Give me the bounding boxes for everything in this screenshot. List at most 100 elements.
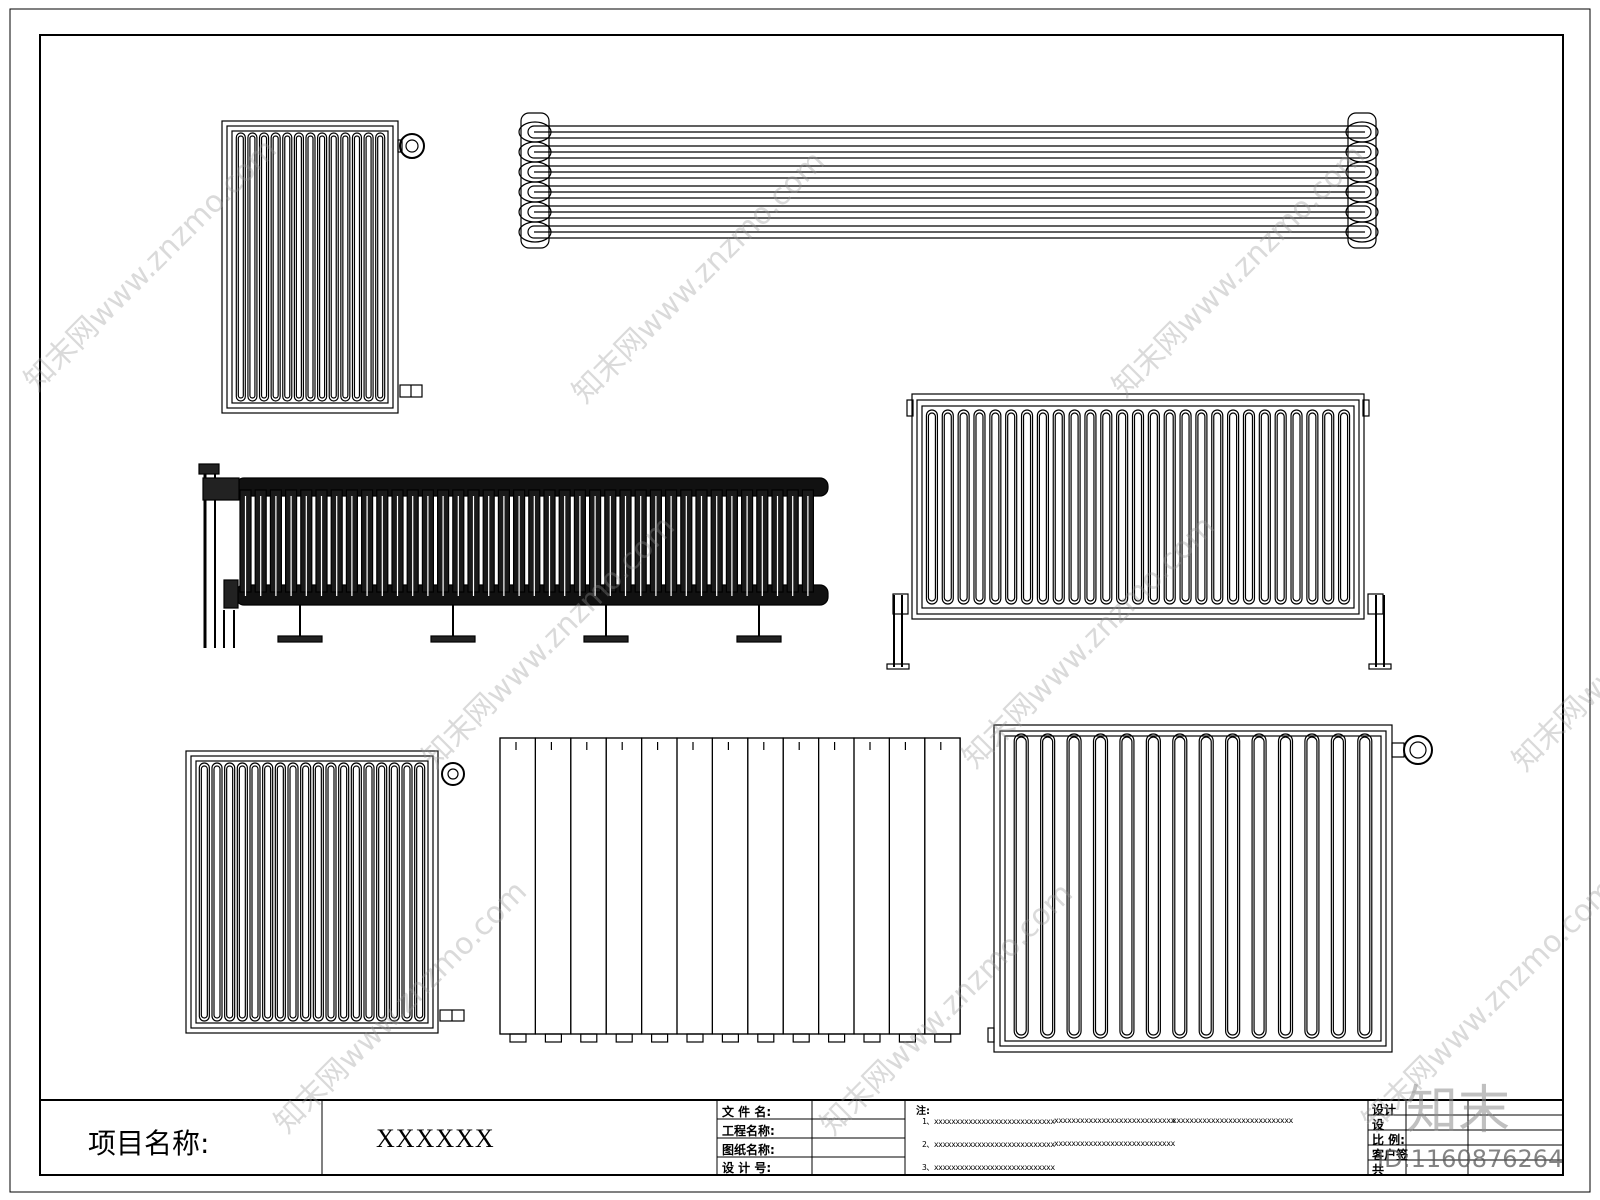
radiator-fin-inner bbox=[213, 765, 221, 1019]
note-1c: xxxxxxxxxxxxxxxxxxxxxxxxxxxx bbox=[1172, 1116, 1293, 1125]
radiator-fin-inner bbox=[1007, 412, 1016, 602]
radiator-fin-inner bbox=[1118, 412, 1127, 602]
radiator-fin-inner bbox=[959, 412, 968, 602]
section-nipple bbox=[650, 1033, 669, 1043]
radiator-fin bbox=[1052, 409, 1065, 605]
radiator-fin-inner bbox=[1068, 736, 1080, 1036]
radiator-fin bbox=[1013, 733, 1029, 1039]
radiator-fin bbox=[1100, 409, 1113, 605]
radiator-fin-inner bbox=[353, 135, 361, 399]
aluminium-section bbox=[605, 737, 643, 1035]
aluminium-section bbox=[888, 737, 926, 1035]
radiator-foot-base bbox=[736, 635, 782, 643]
radiator-fin bbox=[1068, 409, 1081, 605]
radiator-fin bbox=[198, 762, 210, 1022]
radiator-fin bbox=[1277, 733, 1294, 1039]
radiator-fin-inner bbox=[378, 765, 386, 1019]
radiator-foot-base bbox=[430, 635, 476, 643]
radiator-fin-inner bbox=[340, 765, 348, 1019]
radiator-fin bbox=[340, 132, 351, 402]
radiator-fin-inner bbox=[416, 765, 424, 1019]
radiator-fin bbox=[351, 132, 363, 402]
radiator-fin bbox=[262, 762, 274, 1022]
radiator-fin-inner bbox=[327, 765, 335, 1019]
radiator-fin-inner bbox=[1133, 412, 1143, 602]
radiator-fin bbox=[325, 762, 337, 1022]
radiator-fin-inner bbox=[249, 135, 256, 399]
section-nipple bbox=[686, 1033, 704, 1043]
section-nipple bbox=[615, 1033, 633, 1043]
radiator-fin bbox=[1242, 409, 1256, 605]
radiator-fin bbox=[1020, 409, 1034, 605]
radiator-fin-inner bbox=[264, 765, 272, 1019]
radiator-fin-inner bbox=[289, 765, 297, 1019]
section-nipple bbox=[792, 1033, 810, 1043]
radiator-panel-small bbox=[221, 120, 425, 414]
aluminium-section bbox=[782, 737, 820, 1035]
radiator-fin bbox=[957, 409, 970, 605]
radiator-fin-inner bbox=[1015, 736, 1027, 1036]
watermark-id: ID:1160876264 bbox=[1377, 1145, 1564, 1173]
drawing-frame bbox=[39, 34, 1564, 1176]
radiator-fin bbox=[363, 762, 375, 1022]
radiator-fin bbox=[1357, 733, 1373, 1039]
outer-border bbox=[9, 8, 1591, 1193]
radiator-panel-square bbox=[185, 750, 465, 1034]
radiator-fin-inner bbox=[1174, 736, 1186, 1036]
note-1a: 1、xxxxxxxxxxxxxxxxxxxxxxxxxxxx bbox=[922, 1117, 1055, 1126]
radiator-fin-inner bbox=[390, 765, 398, 1019]
section-nipple bbox=[898, 1033, 917, 1043]
radiator-fin-inner bbox=[1227, 736, 1239, 1036]
radiator-fin-inner bbox=[342, 135, 349, 399]
radiator-column-with-feet bbox=[198, 463, 829, 648]
radiator-tube bbox=[527, 145, 1372, 159]
radiator-fin-inner bbox=[1332, 736, 1344, 1036]
radiator-fin-inner bbox=[237, 135, 244, 399]
radiator-fin-inner bbox=[272, 135, 279, 399]
radiator-fin bbox=[1040, 733, 1056, 1039]
radiator-fin-inner bbox=[1054, 412, 1063, 602]
title-block bbox=[40, 1099, 1563, 1175]
radiator-fin bbox=[1119, 733, 1135, 1039]
tube-end-cap bbox=[518, 221, 552, 243]
radiator-fin bbox=[1172, 733, 1188, 1039]
radiator-fin bbox=[1116, 409, 1129, 605]
radiator-fin-inner bbox=[1038, 412, 1047, 602]
field-design-number: 设 计 号: bbox=[722, 1161, 772, 1175]
radiator-panel-wide bbox=[886, 393, 1392, 670]
radiator-fin bbox=[328, 132, 339, 402]
radiator-fin-inner bbox=[1276, 412, 1285, 602]
aluminium-section bbox=[817, 737, 855, 1035]
radiator-fin-inner bbox=[943, 412, 952, 602]
section-nipple bbox=[580, 1033, 598, 1043]
section-nipple bbox=[827, 1033, 846, 1043]
radiator-fin-inner bbox=[1197, 412, 1206, 602]
radiator-fin bbox=[1330, 733, 1346, 1039]
radiator-fin bbox=[1274, 409, 1287, 605]
radiator-fin bbox=[247, 132, 258, 402]
section-nipple bbox=[544, 1033, 563, 1043]
aluminium-section bbox=[570, 737, 607, 1035]
radiator-fin bbox=[989, 409, 1002, 605]
radiator-fin bbox=[1251, 733, 1267, 1039]
right-field-client-sign: 客户签 bbox=[1372, 1148, 1409, 1162]
radiator-fin bbox=[305, 132, 316, 402]
radiator-fin-inner bbox=[260, 135, 268, 399]
radiator-fin bbox=[258, 132, 270, 402]
radiator-fin-inner bbox=[330, 135, 337, 399]
radiator-fin bbox=[270, 132, 281, 402]
radiator-fin-inner bbox=[238, 765, 246, 1019]
radiator-fin bbox=[235, 132, 246, 402]
radiator-fin bbox=[317, 132, 328, 402]
radiator-fin bbox=[1005, 409, 1018, 605]
radiator-fin-inner bbox=[1229, 412, 1238, 602]
radiator-fin bbox=[1225, 733, 1241, 1039]
radiator-fin-inner bbox=[975, 412, 984, 602]
radiator-fin-inner bbox=[1306, 736, 1318, 1036]
radiator-fin-inner bbox=[1200, 736, 1212, 1036]
radiator-fin-inner bbox=[276, 765, 284, 1019]
radiator-fin-inner bbox=[1359, 736, 1371, 1036]
section-nipple bbox=[934, 1033, 952, 1043]
radiator-tube bbox=[527, 205, 1372, 219]
radiator-fin-inner bbox=[319, 135, 326, 399]
